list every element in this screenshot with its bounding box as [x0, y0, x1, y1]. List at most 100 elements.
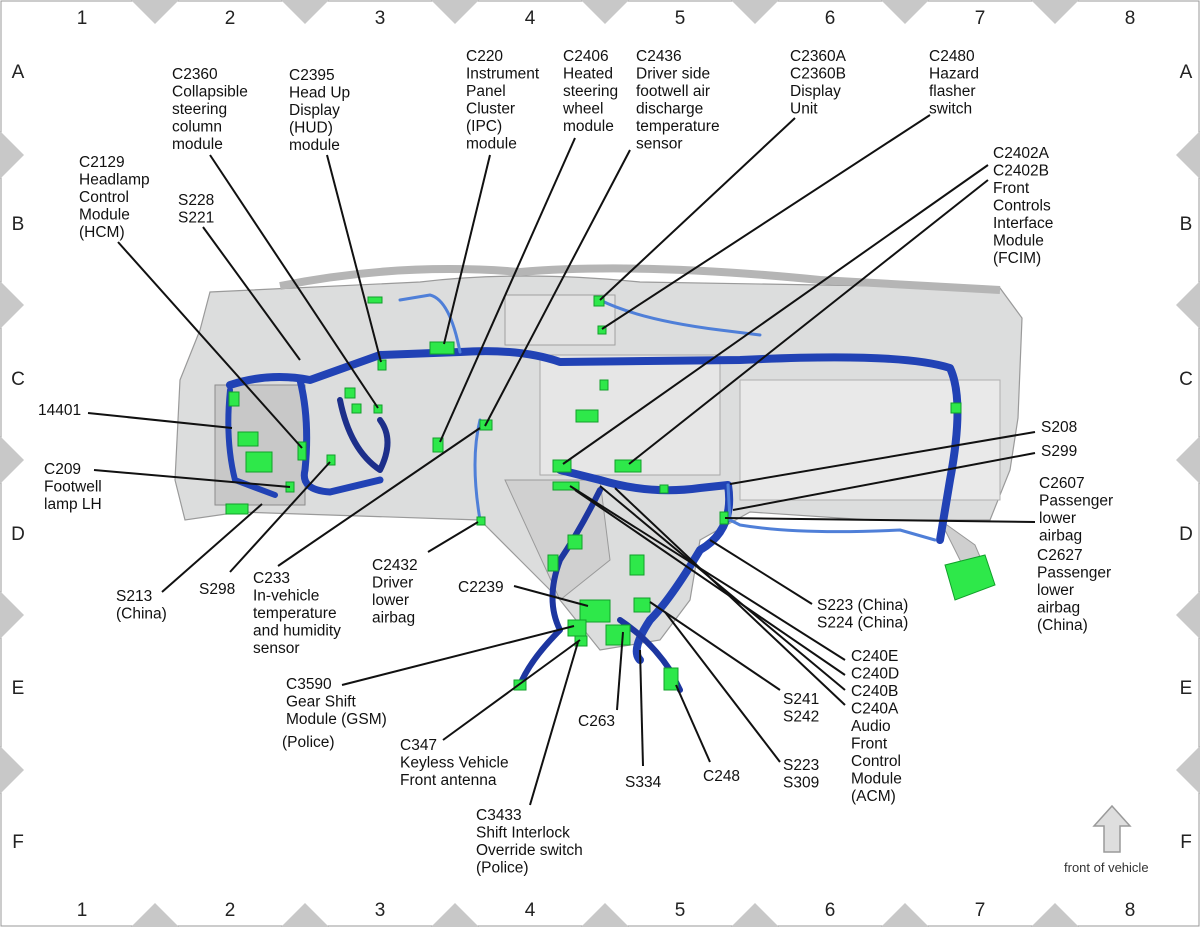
- grid-row-right: C: [1179, 369, 1193, 390]
- border-triangle-bottom: [281, 903, 329, 927]
- wiring-harness: [225, 293, 962, 693]
- label-line: Controls: [993, 198, 1051, 215]
- connector-left-a: [237, 431, 259, 447]
- connector-c248: [663, 667, 679, 691]
- grid-row-right: D: [1179, 524, 1193, 545]
- grid-row-right: B: [1180, 214, 1193, 235]
- label-line: C240B: [851, 683, 898, 700]
- label-line: S223: [783, 757, 819, 774]
- leader-c2360: [209, 154, 379, 409]
- grid-row-left: F: [12, 832, 24, 853]
- border-triangle-top: [131, 0, 179, 24]
- connector-steer-b: [351, 403, 362, 414]
- grid-column-top: 6: [825, 8, 836, 29]
- leader-c209: [93, 469, 291, 488]
- passenger-panel: [739, 379, 1001, 501]
- label-line: Module: [79, 207, 130, 224]
- label-line: Module (GSM): [286, 711, 387, 728]
- border-triangle-top: [581, 0, 629, 24]
- label-line: C2360: [172, 66, 218, 83]
- label-line: C3433: [476, 807, 522, 824]
- grid-column-bottom: 5: [675, 900, 686, 921]
- leader-lines: [87, 114, 1036, 806]
- border-triangle-top: [281, 0, 329, 24]
- border-triangle-top: [731, 0, 779, 24]
- leader-c2402a: [562, 164, 989, 465]
- label-line: switch: [929, 101, 972, 118]
- border-triangle-left: [0, 281, 24, 329]
- label-c248: C248: [703, 768, 740, 785]
- label-line: Display: [790, 83, 841, 100]
- grid-column-bottom: 4: [525, 900, 536, 921]
- grid-row-left: E: [12, 678, 25, 699]
- border-triangle-right: [1176, 131, 1200, 179]
- border-triangle-top: [881, 0, 929, 24]
- connector-center-c: [659, 484, 669, 494]
- label-s298: S298: [199, 581, 235, 598]
- label-line: S224 (China): [817, 615, 908, 632]
- label-line: C2406: [563, 48, 609, 65]
- label-line: S334: [625, 774, 662, 791]
- label-line: (IPC): [466, 118, 502, 135]
- label-line: Interface: [993, 215, 1053, 232]
- label-line: Passenger: [1039, 493, 1113, 510]
- connector-c263: [605, 624, 631, 646]
- label-line: Unit: [790, 101, 818, 118]
- connector-s298: [326, 454, 336, 466]
- label-line: C2129: [79, 154, 125, 171]
- grid-column-top: 3: [375, 8, 386, 29]
- grid-column-bottom: 2: [225, 900, 236, 921]
- grid-row-right: F: [1180, 832, 1192, 853]
- console-left-branch: [517, 487, 603, 688]
- label-line: C2627: [1037, 547, 1083, 564]
- connector-c2432: [476, 516, 486, 526]
- leader-c220: [443, 154, 491, 345]
- border-triangle-left: [0, 131, 24, 179]
- front-of-vehicle-note: front of vehicle: [1064, 860, 1149, 875]
- connector-c2627: [944, 554, 996, 601]
- connector-left-b: [245, 451, 273, 473]
- label-line: S241: [783, 691, 819, 708]
- leader-c233: [277, 427, 481, 567]
- leader-s228: [202, 226, 301, 361]
- label-line: sensor: [253, 640, 300, 657]
- leader-s223: [664, 611, 781, 763]
- label-line: Passenger: [1037, 565, 1111, 582]
- border-triangle-bottom: [881, 903, 929, 927]
- label-line: C2360A: [790, 48, 847, 65]
- label-line: (Police): [282, 734, 335, 751]
- border-triangle-top: [431, 0, 479, 24]
- label-line: S242: [783, 709, 819, 726]
- border-triangle-right: [1176, 591, 1200, 639]
- grid-column-top: 4: [525, 8, 536, 29]
- label-line: Panel: [466, 83, 506, 100]
- border-triangle-bottom: [431, 903, 479, 927]
- display-wire: [598, 298, 762, 337]
- connector-c220: [429, 341, 455, 355]
- label-line: S299: [1041, 443, 1077, 460]
- label-line: S221: [178, 210, 214, 227]
- label-line: module: [289, 137, 340, 154]
- label-line: footwell air: [636, 83, 710, 100]
- leader-c240e: [569, 485, 846, 661]
- connectors: [225, 295, 996, 691]
- leader-c2402b: [628, 179, 989, 465]
- border-triangle-right: [1176, 746, 1200, 794]
- label-line: Head Up: [289, 85, 350, 102]
- connector-console-c: [629, 554, 645, 576]
- label-line: (HUD): [289, 120, 333, 137]
- grid-row-right: E: [1180, 678, 1193, 699]
- leader-c240a: [614, 487, 846, 706]
- leader-s298: [229, 461, 331, 573]
- label-line: C248: [703, 768, 740, 785]
